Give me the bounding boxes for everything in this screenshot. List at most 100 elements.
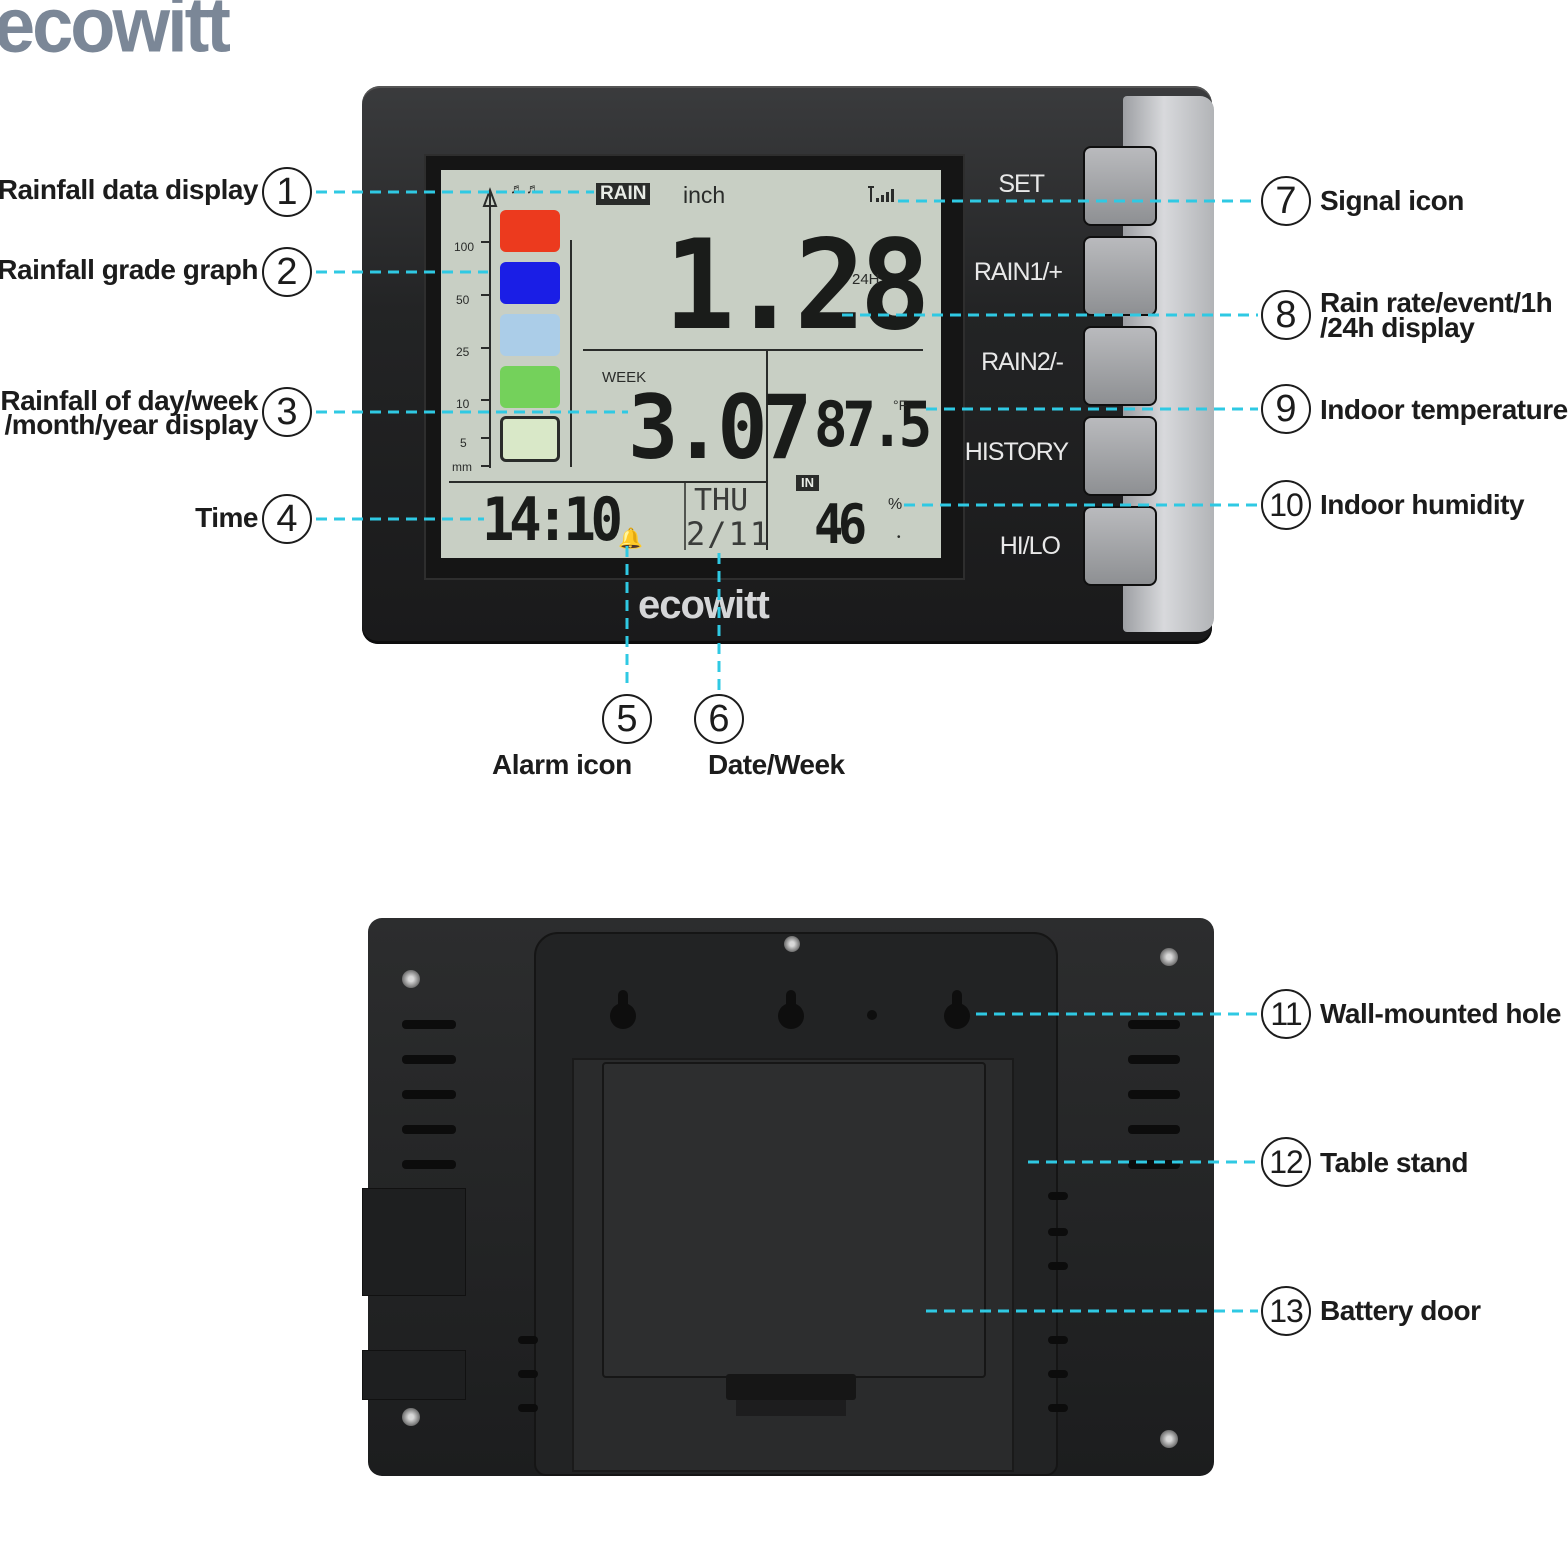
indoor-temperature-value: 87.5: [814, 388, 932, 461]
annotation-label-5: Alarm icon: [492, 749, 632, 780]
vent-slot: [1128, 1160, 1180, 1169]
history-button-label: HISTORY: [964, 438, 1069, 466]
screw-icon: [784, 936, 800, 952]
rain-main-value: 1.28: [664, 214, 931, 358]
date-value: 2/11: [686, 515, 772, 553]
device-logo: ecowitt: [638, 583, 770, 627]
wall-hole-right: [944, 990, 970, 1029]
scale-tick-100: 100: [454, 240, 475, 254]
battery-door-latch-base: [736, 1400, 846, 1416]
weekday-value: THU: [694, 483, 749, 518]
stand-rib: [518, 1336, 538, 1344]
annotation-number-5: 5: [602, 694, 652, 744]
scale-tick-50: 50: [456, 293, 470, 307]
screw-icon: [1160, 1430, 1178, 1448]
temperature-unit: °F: [893, 397, 908, 413]
vent-slot: [402, 1090, 456, 1099]
signal-icon: [868, 186, 894, 202]
vent-slot: [1128, 1090, 1180, 1099]
vent-slot: [1128, 1055, 1180, 1064]
rain-period-24h: 24H: [852, 271, 880, 288]
vent-slot: [1128, 1125, 1180, 1134]
history-button[interactable]: [1083, 416, 1157, 496]
battery-door[interactable]: [602, 1062, 986, 1378]
stand-rib: [1048, 1262, 1068, 1270]
grade-bar-red: [500, 210, 560, 252]
screw-icon: [402, 1408, 420, 1426]
annotation-number-13: 13: [1261, 1286, 1311, 1336]
indoor-label: IN: [796, 475, 819, 491]
annotation-label-3-line2: /month/year display: [4, 409, 259, 440]
brand-logo-top: ecowitt: [0, 0, 231, 69]
side-block-upper: [362, 1188, 466, 1296]
annotation-label-9: Indoor temperature: [1320, 394, 1568, 425]
scale-tick-10: 10: [456, 397, 470, 411]
annotation-number-12: 12: [1261, 1137, 1311, 1187]
humidity-drop-icon: •: [897, 532, 901, 543]
scale-tick-25: 25: [456, 345, 470, 359]
stand-rib: [518, 1404, 538, 1412]
annotation-number-7: 7: [1261, 176, 1311, 226]
scale-tick-5: 5: [460, 436, 467, 450]
scale-unit-mm: mm: [452, 460, 472, 474]
annotation-label-8-line1: Rain rate/event/1h: [1320, 287, 1553, 318]
stand-rib: [1048, 1192, 1068, 1200]
annotation-number-9: 9: [1261, 384, 1311, 434]
annotation-label-7: Signal icon: [1320, 185, 1464, 216]
rain2-minus-button[interactable]: [1083, 326, 1157, 406]
rain1-button-label: RAIN1/+: [973, 258, 1063, 286]
stand-rib: [1048, 1336, 1068, 1344]
annotation-label-10: Indoor humidity: [1320, 489, 1525, 520]
annotation-label-6: Date/Week: [708, 749, 845, 780]
vent-slot: [402, 1125, 456, 1134]
annotation-label-3-line1: Rainfall of day/week: [0, 385, 258, 416]
annotation-number-8: 8: [1261, 290, 1311, 340]
week-label: WEEK: [602, 369, 647, 386]
battery-door-latch[interactable]: [726, 1374, 856, 1400]
annotation-number-2: 2: [262, 247, 312, 297]
set-button[interactable]: [1083, 146, 1157, 226]
vent-slot: [402, 1160, 456, 1169]
hilo-button-label: HI/LO: [999, 532, 1061, 560]
annotation-label-4: Time: [195, 502, 258, 533]
rain2-button-label: RAIN2/-: [981, 348, 1064, 376]
annotation-number-4: 4: [262, 494, 312, 544]
grade-bar-light-blue: [500, 314, 560, 356]
vent-slot: [1128, 1020, 1180, 1029]
screw-icon: [1160, 948, 1178, 966]
annotation-label-1: Rainfall data display: [0, 174, 259, 205]
lcd-graph-lines: [449, 187, 923, 550]
set-button-label: SET: [998, 170, 1045, 198]
rain-unit: inch: [683, 182, 726, 208]
grade-bar-blue: [500, 262, 560, 304]
reset-pinhole: [867, 1010, 877, 1020]
annotation-number-6: 6: [694, 694, 744, 744]
week-rain-value: 3.07: [628, 376, 812, 479]
wall-hole-center: [778, 990, 804, 1029]
stand-rib: [1048, 1370, 1068, 1378]
stand-rib: [518, 1370, 538, 1378]
annotation-number-3: 3: [262, 387, 312, 437]
annotation-number-11: 11: [1261, 989, 1311, 1039]
indoor-humidity-value: 46: [814, 493, 867, 556]
hilo-button[interactable]: [1083, 506, 1157, 586]
annotation-label-11: Wall-mounted hole: [1320, 998, 1561, 1029]
side-block-lower: [362, 1350, 466, 1400]
time-value: 14:10: [482, 485, 623, 555]
alarm-icon: 🔔: [618, 528, 643, 550]
rain-label: RAIN: [596, 183, 651, 205]
humidity-unit: %: [888, 496, 903, 513]
annotation-number-1: 1: [262, 167, 312, 217]
grade-bar-pale: [500, 416, 560, 462]
wall-hole-left: [610, 990, 636, 1029]
screw-icon: [402, 970, 420, 988]
annotation-label-8-line2: /24h display: [1320, 312, 1475, 343]
vent-slot: [402, 1020, 456, 1029]
grade-bar-green: [500, 366, 560, 408]
rain1-plus-button[interactable]: [1083, 236, 1157, 316]
annotation-label-12: Table stand: [1320, 1147, 1469, 1178]
stand-rib: [1048, 1228, 1068, 1236]
annotation-label-13: Battery door: [1320, 1295, 1481, 1326]
